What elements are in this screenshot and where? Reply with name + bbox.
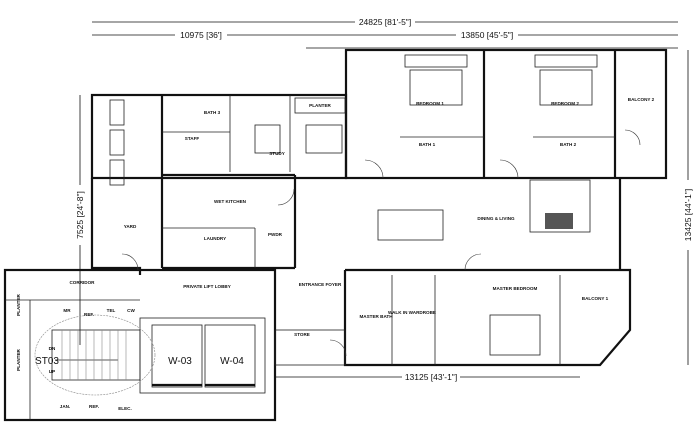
- elec-room-label: ELEC.: [118, 406, 132, 411]
- room-balcony-1: BALCONY 1: [582, 296, 609, 301]
- furniture: [109, 54, 598, 356]
- stair-label: ST03: [35, 356, 59, 367]
- room-study: STUDY: [269, 151, 285, 156]
- stair-down-label: DN: [49, 346, 56, 351]
- room-bedroom-1: BEDROOM 1: [416, 101, 444, 106]
- room-bath-3: BATH 3: [204, 110, 221, 115]
- room-laundry: LAUNDRY: [204, 236, 226, 241]
- room-yard: YARD: [124, 224, 137, 229]
- room-master-bath: MASTER BATH: [359, 314, 393, 319]
- overall-width-dim: 24825 [81'-5"]: [359, 17, 411, 27]
- room-bedroom-2: BEDROOM 2: [551, 101, 579, 106]
- core-labels: ST03 DN UP W-03 W-04 MR REF. TEL CW JAN.…: [35, 308, 244, 411]
- stair-up-label: UP: [49, 369, 55, 374]
- room-bath-2: BATH 2: [560, 142, 577, 147]
- room-bath-1: BATH 1: [419, 142, 436, 147]
- left-depth-dim: 7525 [24'-8"]: [75, 191, 85, 239]
- cw-room-label: CW: [127, 308, 135, 313]
- refuse-room-label: REF.: [84, 312, 94, 317]
- room-wet-kitchen: WET KITCHEN: [214, 199, 247, 204]
- room-corridor: CORRIDOR: [69, 280, 95, 285]
- room-walk-in-wardrobe: WALK IN WARDROBE: [388, 310, 436, 315]
- dimension-lines: [74, 16, 694, 382]
- room-balcony-2: BALCONY 2: [628, 97, 655, 102]
- left-width-dim: 10975 [36']: [180, 30, 222, 40]
- room-dining-living: DINING & LIVING: [477, 216, 515, 221]
- room-store: STORE: [294, 332, 310, 337]
- right-depth-dim: 13425 [44'-1"]: [683, 189, 693, 241]
- lift-w04-label: W-04: [220, 356, 244, 367]
- mr-room-label: MR: [63, 308, 71, 313]
- refuse-room-2-label: REF.: [89, 404, 99, 409]
- room-entrance-foyer: ENTRANCE FOYER: [299, 282, 342, 287]
- room-planter-top: PLANTER: [309, 103, 331, 108]
- tel-room-label: TEL: [107, 308, 116, 313]
- doors: [121, 129, 641, 357]
- bottom-width-dim: 13125 [43'-1"]: [405, 372, 457, 382]
- room-planter-left-1: PLANTER: [16, 293, 21, 315]
- room-staff: STAFF: [185, 136, 200, 141]
- stair: [34, 314, 156, 396]
- room-powder: PWDR: [268, 232, 283, 237]
- room-private-lift-lobby: PRIVATE LIFT LOBBY: [183, 284, 231, 289]
- room-planter-left-2: PLANTER: [16, 348, 21, 370]
- walls: [3, 48, 668, 422]
- janitor-room-label: JAN.: [60, 404, 70, 409]
- right-width-dim: 13850 [45'-5"]: [461, 30, 513, 40]
- room-labels: BEDROOM 1 BEDROOM 2 BALCONY 2 BATH 1 BAT…: [16, 97, 655, 371]
- lift-w03-label: W-03: [168, 356, 192, 367]
- room-master-bedroom: MASTER BEDROOM: [493, 286, 538, 291]
